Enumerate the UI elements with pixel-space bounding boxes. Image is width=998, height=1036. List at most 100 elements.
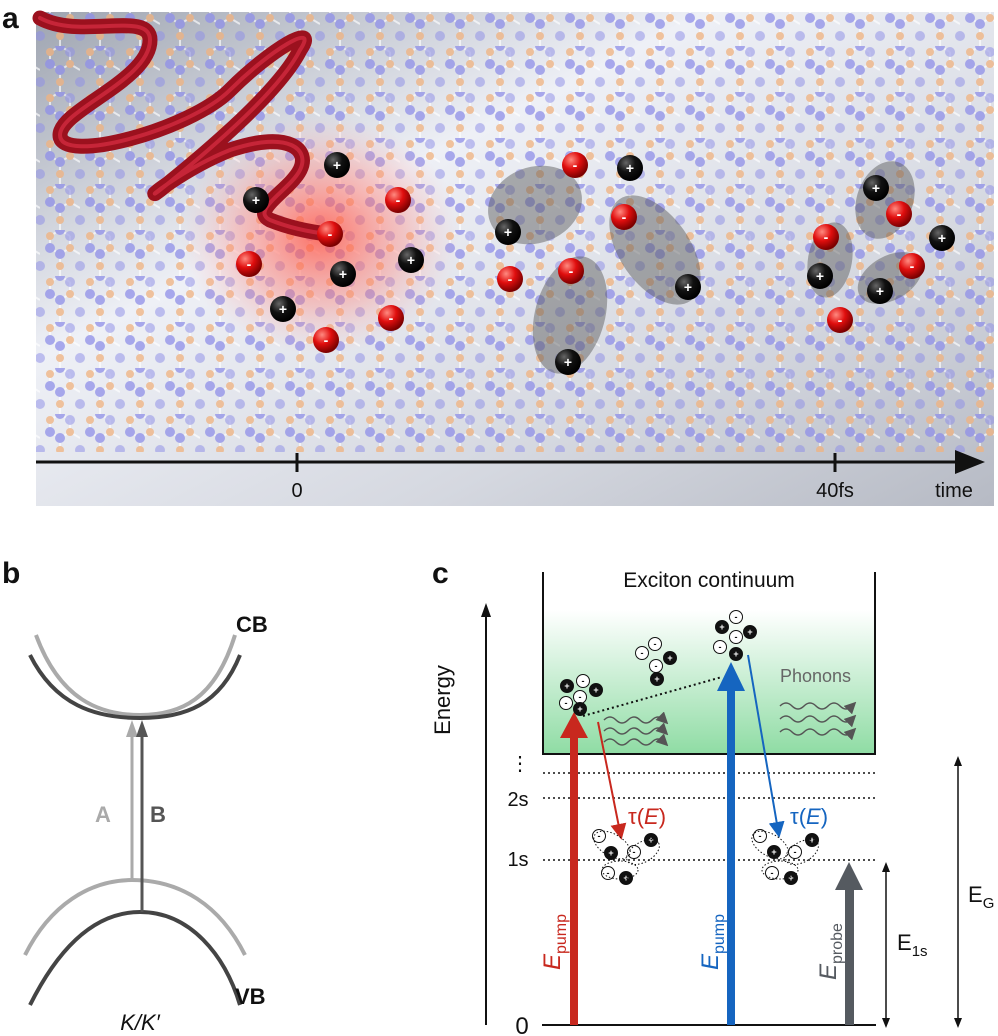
electron: -	[559, 696, 573, 710]
tau-red-var: E	[644, 804, 659, 829]
hole-sign: +	[872, 180, 880, 196]
e1s-label-sub: 1s	[912, 943, 928, 960]
electron-sign: -	[607, 868, 610, 878]
e1s-gap-arrowhead-top	[882, 862, 890, 872]
hole: +	[495, 219, 521, 245]
electron: -	[313, 327, 339, 353]
hole-sign: +	[788, 873, 793, 883]
panel-b: b A B CB VB K/K′	[2, 557, 268, 1035]
hole-sign: +	[626, 160, 634, 176]
electron: -	[385, 187, 411, 213]
pump-red-arrowhead	[560, 712, 588, 738]
electron: -	[317, 221, 343, 247]
electron: -	[378, 305, 404, 331]
valence-band-b	[28, 909, 242, 1006]
electron: -	[611, 204, 637, 230]
phonons-label: Phonons	[780, 666, 851, 686]
hole: +	[560, 679, 574, 693]
probe-label: Eprobe	[815, 923, 846, 980]
hole: +	[675, 274, 701, 300]
hole: +	[270, 296, 296, 322]
level-dots-label: ⋮	[510, 753, 530, 775]
hole: +	[743, 625, 757, 639]
hole: +	[555, 349, 581, 375]
electron-sign: -	[622, 209, 627, 225]
electron: -	[813, 224, 839, 250]
hole-sign: +	[809, 835, 814, 845]
exciton-continuum-box	[542, 572, 876, 755]
relaxation-red-arrow	[597, 721, 627, 840]
electron: -	[788, 845, 802, 859]
continuum-title: Exciton continuum	[623, 569, 795, 592]
electron: -	[765, 866, 779, 880]
energy-axis-label: Energy	[430, 665, 455, 735]
tau-blue-label: τ(E)	[790, 804, 828, 829]
hole-sign: +	[333, 157, 341, 173]
pump-red-label-sub: pump	[553, 914, 570, 954]
e1s-label-main: E	[897, 930, 912, 955]
electron-sign: -	[897, 206, 902, 222]
electron-sign: -	[598, 831, 601, 841]
electron: -	[576, 674, 590, 688]
conduction-band-a	[34, 634, 237, 718]
electron: -	[601, 866, 615, 880]
electron-sign: -	[569, 263, 574, 279]
hole: +	[767, 845, 781, 859]
hole: +	[573, 702, 587, 716]
hole: +	[663, 651, 677, 665]
electron-sign: -	[719, 642, 722, 652]
tau-red-symbol: τ(	[628, 804, 645, 829]
hole-sign: +	[608, 848, 613, 858]
eg-label-sub: G	[983, 895, 995, 912]
pump-blue-arrowhead	[717, 662, 745, 691]
hole-sign: +	[771, 847, 776, 857]
transition-b-label: B	[150, 802, 166, 827]
electron: -	[573, 690, 587, 704]
hole: +	[243, 187, 269, 213]
electron: -	[753, 829, 767, 843]
dispersion-dotted-line	[582, 676, 723, 717]
vb-label: VB	[235, 984, 266, 1009]
hole-sign: +	[684, 279, 692, 295]
hole-sign: +	[816, 268, 824, 284]
hole: +	[784, 871, 798, 885]
hole-sign: +	[654, 674, 659, 684]
hole: +	[729, 647, 743, 661]
pump-blue-label: Epump	[697, 914, 728, 970]
electron-sign: -	[579, 692, 582, 702]
hole: +	[589, 683, 603, 697]
exciton-clouds	[488, 161, 923, 374]
electron: -	[648, 637, 662, 651]
panel-b-letter: b	[2, 557, 20, 590]
hole-sign: +	[623, 873, 628, 883]
hole-sign: +	[747, 627, 752, 637]
hole-sign: +	[733, 649, 738, 659]
probe-arrowhead	[835, 862, 863, 890]
phonon-waves-left	[603, 711, 669, 747]
hole-sign: +	[667, 653, 672, 663]
panel-c-letter: c	[432, 557, 449, 590]
valence-band-a	[23, 877, 247, 956]
hole-sign: +	[938, 230, 946, 246]
electron: -	[827, 307, 853, 333]
pump-red-label-main: E	[539, 953, 566, 970]
panel-c: c Energy 0 Exciton continuum Phonons ⋮ 2…	[430, 557, 994, 1036]
electron: -	[562, 152, 588, 178]
hole-sign: +	[339, 266, 347, 282]
electron-sign: -	[396, 192, 401, 208]
probe-label-sub: probe	[829, 923, 846, 964]
zero-level-label: 0	[515, 1013, 528, 1036]
hole-sign: +	[876, 283, 884, 299]
eg-gap-arrowhead-top	[954, 756, 962, 766]
hole-sign: +	[252, 192, 260, 208]
panel-a: a ++---+++---+-+--+++--++-+- 0 40fs time	[2, 2, 994, 506]
hole-sign: +	[407, 252, 415, 268]
light-wave-highlight	[38, 16, 330, 236]
transition-b-arrowhead	[136, 720, 148, 737]
small-carriers: +-+--+--+-+-+-+-+-++--+-++--+	[559, 610, 819, 885]
electron: -	[649, 659, 663, 673]
electron: -	[558, 258, 584, 284]
hole: +	[619, 871, 633, 885]
electron-sign: -	[508, 271, 513, 287]
hole: +	[867, 278, 893, 304]
